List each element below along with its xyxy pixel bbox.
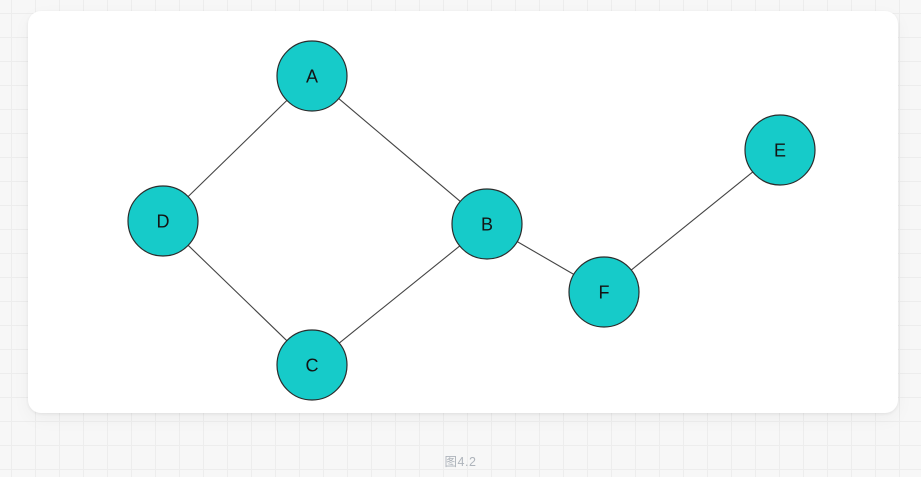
graph-node-label-c: C bbox=[306, 356, 319, 376]
nodes-layer: A D B C F E bbox=[127, 40, 816, 401]
graph-edge-f-e bbox=[630, 171, 754, 271]
graph-node-b[interactable]: B bbox=[451, 188, 523, 260]
graph-node-c[interactable]: C bbox=[276, 329, 348, 401]
graph-node-label-f: F bbox=[599, 283, 610, 303]
graph-node-circle-e[interactable] bbox=[744, 114, 816, 186]
graph-node-label-e: E bbox=[774, 141, 786, 161]
graph-edge-a-b bbox=[338, 98, 461, 202]
graph-edge-d-c bbox=[187, 244, 288, 342]
graph-node-e[interactable]: E bbox=[744, 114, 816, 186]
graph-node-circle-d[interactable] bbox=[127, 185, 199, 257]
graph-edge-d-a bbox=[187, 100, 288, 197]
graph-node-label-a: A bbox=[306, 67, 318, 87]
graph-node-circle-a[interactable] bbox=[276, 40, 348, 112]
graph-node-label-b: B bbox=[481, 215, 493, 235]
graph-edge-b-f bbox=[516, 241, 575, 275]
edges-layer bbox=[187, 98, 754, 344]
graph-edge-c-b bbox=[338, 245, 461, 344]
graph-node-circle-c[interactable] bbox=[276, 329, 348, 401]
graph-node-circle-f[interactable] bbox=[568, 256, 640, 328]
graph-node-a[interactable]: A bbox=[276, 40, 348, 112]
graph-node-label-d: D bbox=[157, 212, 170, 232]
graph-node-f[interactable]: F bbox=[568, 256, 640, 328]
figure-caption: 图4.2 bbox=[444, 455, 477, 469]
graph-node-d[interactable]: D bbox=[127, 185, 199, 257]
graph-node-circle-b[interactable] bbox=[451, 188, 523, 260]
